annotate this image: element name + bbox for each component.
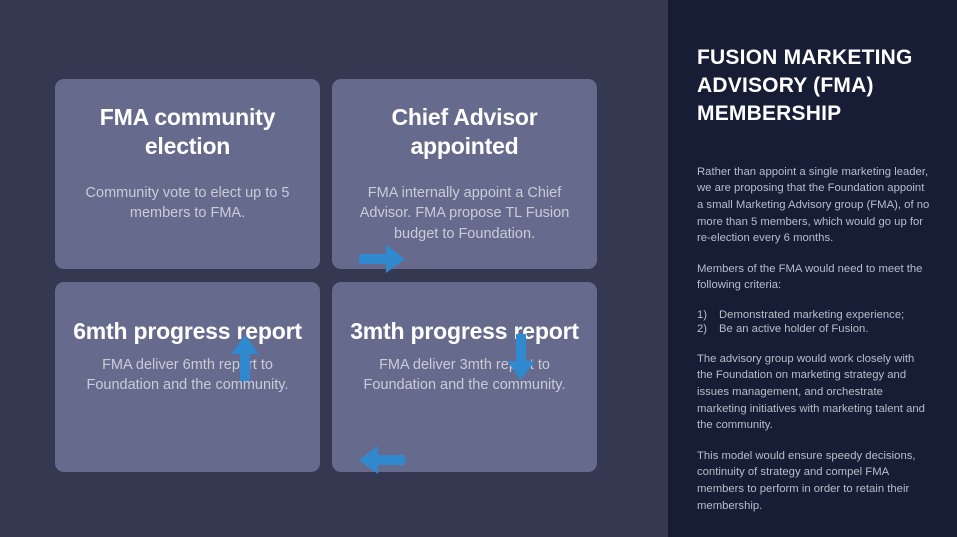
panel-paragraph-criteria-lead: Members of the FMA would need to meet th…	[697, 262, 923, 292]
arrow-right-icon	[359, 245, 405, 273]
card-body: FMA internally appoint a Chief Advisor. …	[359, 184, 570, 242]
card-body: FMA deliver 6mth report to Foundation an…	[86, 356, 289, 394]
card-title: Chief Advisor appointed	[391, 104, 538, 159]
criteria-item: Be an active holder of Fusion.	[719, 323, 869, 336]
card-title: 6mth progress report	[73, 318, 302, 344]
criteria-number: 1)	[697, 308, 708, 321]
panel-title: FUSION MARKETING ADVISORY (FMA) MEMBERSH…	[697, 46, 913, 125]
criteria-number: 2)	[697, 323, 708, 336]
panel-paragraph-intro: Rather than appoint a single marketing l…	[697, 165, 930, 245]
diagram-panel: FMA community election Community vote to…	[55, 79, 597, 474]
card-title: FMA community election	[99, 104, 276, 159]
panel-paragraph-model-outcome: This model would ensure speedy decisions…	[697, 449, 916, 512]
panel-body: Rather than appoint a single marketing l…	[697, 164, 930, 514]
card-body: FMA deliver 3mth report to Foundation an…	[363, 356, 566, 394]
arrow-up-icon	[231, 335, 259, 381]
criteria-numbers: 1) 2)	[697, 308, 719, 337]
card-6mth-progress-report[interactable]: 6mth progress report FMA deliver 6mth re…	[55, 282, 320, 472]
arrow-down-icon	[507, 334, 535, 380]
card-3mth-progress-report[interactable]: 3mth progress report FMA deliver 3mth re…	[332, 282, 597, 472]
card-fma-community-election[interactable]: FMA community election Community vote to…	[55, 79, 320, 269]
card-body: Community vote to elect up to 5 members …	[85, 184, 290, 222]
card-title: 3mth progress report	[350, 318, 579, 344]
criteria-items: Demonstrated marketing experience; Be an…	[719, 308, 904, 337]
criteria-list: 1) 2) Demonstrated marketing experience;…	[697, 308, 930, 337]
card-chief-advisor-appointed[interactable]: Chief Advisor appointed FMA internally a…	[332, 79, 597, 269]
arrow-left-icon	[359, 446, 405, 474]
cycle-diagram: FMA community election Community vote to…	[55, 79, 597, 474]
description-panel: FUSION MARKETING ADVISORY (FMA) MEMBERSH…	[668, 0, 957, 537]
panel-paragraph-advisory-role: The advisory group would work closely wi…	[697, 352, 925, 432]
criteria-item: Demonstrated marketing experience;	[719, 308, 905, 321]
